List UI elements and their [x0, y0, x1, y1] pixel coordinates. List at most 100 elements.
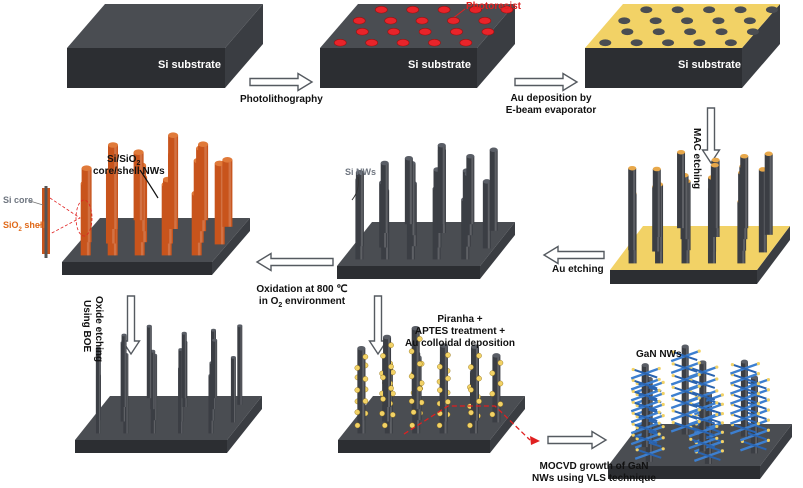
au-particle [445, 352, 451, 358]
au-particle [362, 376, 369, 382]
si-nw [466, 153, 475, 225]
si-nw [380, 160, 389, 233]
decorated-nw [383, 334, 392, 407]
gan-tip [657, 388, 661, 392]
decorated-nw-shine [475, 346, 478, 421]
au-particle [379, 410, 385, 417]
shell-leader [37, 223, 43, 227]
si-nw-gold-body [740, 156, 749, 229]
hole-dot [746, 28, 759, 36]
au-particle [382, 422, 388, 429]
gan-branch [632, 401, 658, 412]
gan-tip [715, 389, 719, 393]
au-particle [416, 385, 423, 392]
si-nw-gold [652, 166, 661, 237]
thin-nw-shine [124, 335, 126, 407]
si-nw [355, 169, 364, 247]
decorated-nw-shine [497, 355, 500, 423]
thin-nw [95, 346, 101, 421]
coreshell-nw-cap [133, 149, 144, 155]
thin-nw-shine [234, 357, 236, 423]
thin-nw-body [95, 348, 101, 421]
thin-nw-body [237, 325, 243, 405]
thin-nw [230, 356, 236, 423]
si-nw [482, 179, 491, 249]
au-particle [362, 398, 369, 404]
gan-branch [732, 423, 757, 434]
gan-tip [657, 399, 661, 403]
hole-dot [640, 6, 653, 14]
si-nw-cap [380, 160, 389, 166]
substrate-2-front [320, 48, 477, 88]
au-particle [354, 409, 361, 416]
gan-tip [635, 448, 639, 452]
si-nw-gold-cap [652, 166, 661, 172]
gan-tip [697, 419, 701, 424]
coreshell-nw-cap [168, 132, 179, 138]
si-nw-body [489, 149, 498, 231]
coreshell-nw [133, 149, 144, 221]
si-nw-shine [385, 163, 388, 233]
substrate-3 [585, 4, 780, 88]
si-nw-gold-shine [660, 184, 663, 264]
thin-nw [146, 324, 152, 399]
au-particle [416, 361, 423, 367]
photoresist-dot [500, 6, 514, 14]
photoresist-dot [406, 6, 420, 14]
gan-tip [671, 385, 675, 389]
si-nw-gold-shine [657, 169, 660, 237]
hole-dot [618, 17, 631, 25]
gan-trunk-cap [740, 359, 748, 364]
au-particle [468, 409, 474, 416]
si-nw-gold-cap [764, 151, 773, 157]
gan-branch [732, 403, 757, 414]
gan-tip [671, 397, 675, 401]
coreshell-nw-cap [81, 165, 92, 171]
si-nws-group [355, 142, 498, 260]
coreshell-nw [108, 142, 118, 229]
photoresist-dot [437, 6, 451, 14]
gan-tip [766, 388, 771, 392]
substrate-label-2: Si substrate [408, 59, 471, 71]
gan-tip [631, 378, 635, 383]
si-nw-gold-body [758, 169, 767, 253]
si-nw-cap [466, 153, 475, 159]
gan-branch [636, 448, 662, 459]
gan-tip [661, 436, 665, 440]
gan-branch [672, 421, 698, 432]
gan-branch [672, 351, 698, 362]
gan-nws-label: GaN NWs [636, 349, 682, 360]
gan-tip [766, 428, 771, 432]
substrate-1-top [67, 4, 263, 48]
decorated-nw-cap [492, 353, 501, 358]
si-nw-gold-body [652, 169, 661, 237]
substrate-3-top [585, 4, 780, 48]
decorated-nw [492, 353, 501, 423]
si-nw-body [380, 163, 389, 233]
substrate-3-side [742, 4, 780, 88]
au-particle [476, 375, 482, 382]
si-nw-gold [628, 165, 637, 251]
photoresist-label: Photoresist [466, 1, 522, 12]
gan-branch [732, 413, 757, 424]
gan-tip [631, 367, 635, 372]
gan-tip [766, 438, 771, 442]
gan-tip [671, 350, 675, 354]
zoom-arrowhead [530, 436, 540, 445]
au-particle [388, 385, 394, 392]
si-nw-body [437, 145, 446, 225]
si-nw-shine [412, 163, 415, 236]
coreshell-nw-body [168, 135, 179, 221]
gan-tip [766, 398, 771, 402]
coreshell-nw-cap [108, 142, 118, 148]
gan-tip [657, 377, 661, 382]
hole-dot [712, 17, 725, 25]
coreshell-nw-shine [174, 135, 177, 221]
decorated-nw-body [411, 328, 420, 410]
thin-nw-body [212, 340, 218, 399]
coreshell-nw-body [198, 144, 209, 221]
si-nw-gold-cap [628, 165, 637, 171]
hole-dot [724, 39, 737, 47]
thin-nw-shine [153, 351, 155, 410]
